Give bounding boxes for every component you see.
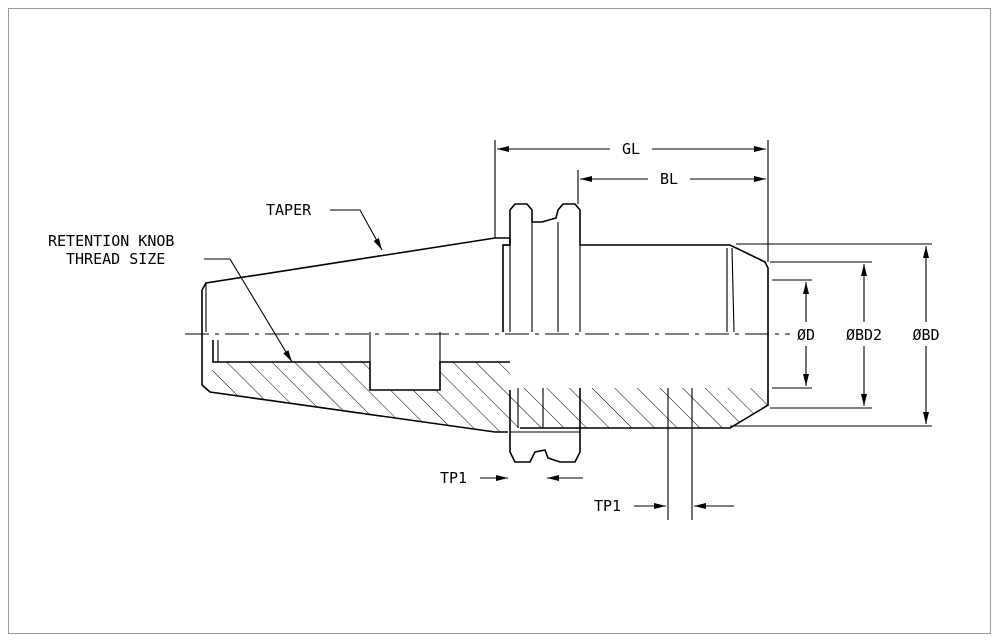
thread-size-label: THREAD SIZE bbox=[66, 250, 165, 268]
drawing-frame bbox=[8, 8, 991, 634]
tp1-label-1: TP1 bbox=[440, 469, 467, 487]
obd2-label: ØBD2 bbox=[846, 326, 882, 344]
diameter-dimensions bbox=[730, 243, 932, 427]
body-outline bbox=[185, 203, 790, 463]
hatched-section bbox=[210, 362, 770, 432]
taper-leader bbox=[330, 209, 383, 251]
bl-label: BL bbox=[660, 170, 678, 188]
bl-dimension bbox=[577, 170, 766, 204]
tp1-hole-lines bbox=[667, 428, 693, 520]
od-label: ØD bbox=[797, 326, 815, 344]
tp1-label-2: TP1 bbox=[594, 497, 621, 515]
gl-dimension bbox=[494, 140, 769, 262]
gl-label: GL bbox=[622, 140, 640, 158]
taper-label: TAPER bbox=[266, 201, 312, 219]
retention-knob-label: RETENTION KNOB bbox=[48, 232, 174, 250]
obd-label: ØBD bbox=[912, 326, 939, 344]
retention-knob-leader bbox=[204, 258, 293, 363]
